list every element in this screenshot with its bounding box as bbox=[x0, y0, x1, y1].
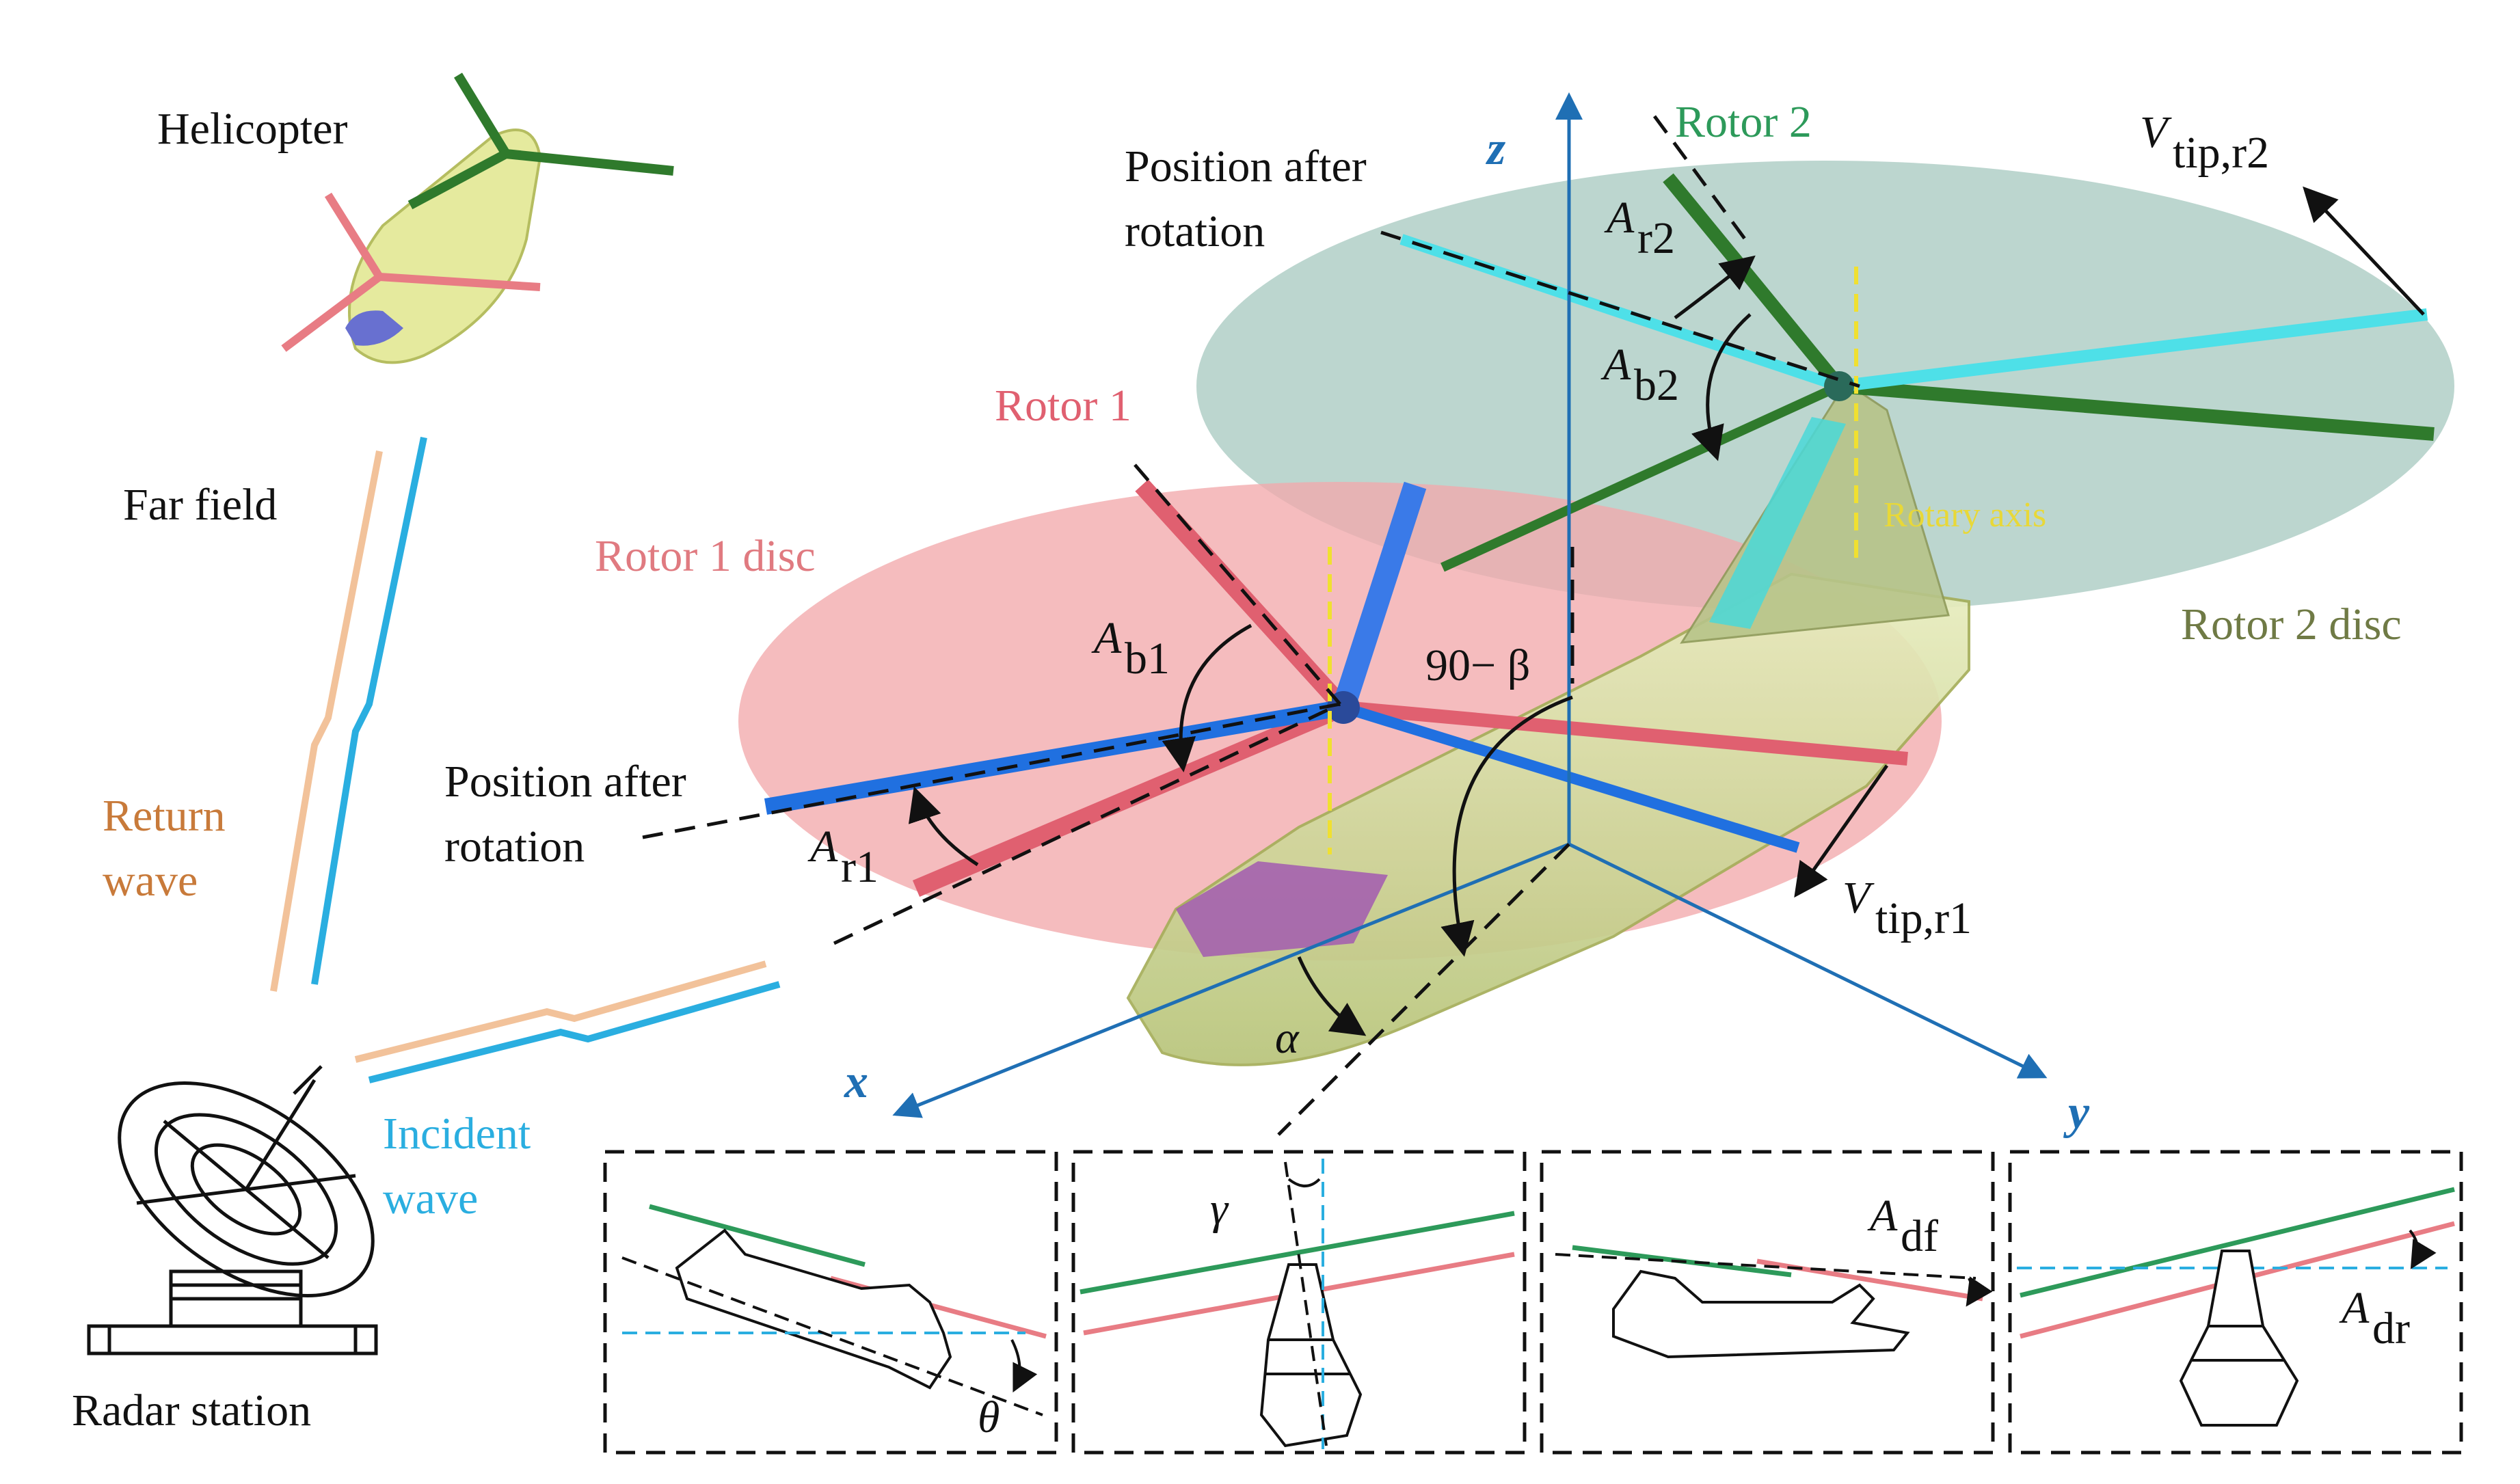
incident-wave-label-2: wave bbox=[383, 1174, 478, 1224]
return-wave-label-1: Return bbox=[103, 791, 226, 841]
theta-label: θ bbox=[978, 1392, 1000, 1442]
rotor1-disc-label: Rotor 1 disc bbox=[595, 531, 816, 581]
A-r1-main: A bbox=[807, 822, 838, 872]
inset-A-dr bbox=[2017, 1187, 2455, 1427]
position-after-rotation-top-1: Position after bbox=[1125, 141, 1367, 191]
V-tip-r1-sub: tip,r1 bbox=[1875, 893, 1972, 943]
incident-wave-label-1: Incident bbox=[383, 1109, 531, 1159]
A-b1-sub: b1 bbox=[1125, 634, 1170, 684]
angle-arcs bbox=[908, 255, 1756, 1036]
A-b2-main: A bbox=[1600, 340, 1631, 390]
radar-dish-icon bbox=[87, 1065, 378, 1355]
A-df-sub: df bbox=[1901, 1211, 1938, 1261]
rotor1-label: Rotor 1 bbox=[995, 381, 1131, 431]
A-r2-sub: r2 bbox=[1637, 213, 1675, 263]
v-tip-r1-arrow bbox=[1794, 764, 1889, 898]
return-wave-line bbox=[270, 450, 383, 992]
A-df-main: A bbox=[1867, 1191, 1898, 1241]
V-tip-r2-main: V bbox=[2140, 107, 2172, 157]
V-tip-r2-sub: tip,r2 bbox=[2173, 128, 2269, 178]
axis-y-label: y bbox=[2063, 1086, 2090, 1139]
A-r2-main: A bbox=[1604, 193, 1635, 243]
return-wave-line-horizontal bbox=[354, 960, 767, 1063]
radar-station-label: Radar station bbox=[72, 1386, 311, 1435]
position-after-rotation-left-1: Position after bbox=[444, 757, 686, 807]
rotor2-disc-label: Rotor 2 disc bbox=[2181, 599, 2402, 649]
inset-theta bbox=[621, 1204, 1047, 1416]
coordinate-axes bbox=[892, 92, 2048, 1118]
incident-wave-line bbox=[311, 436, 427, 985]
A-dr-sub: dr bbox=[2372, 1304, 2410, 1353]
A-b1-main: A bbox=[1091, 613, 1122, 663]
rotor2-label: Rotor 2 bbox=[1675, 97, 1812, 147]
rotor1-blades bbox=[764, 479, 1908, 897]
A-dr-main: A bbox=[2339, 1283, 2370, 1333]
incident-wave-line-horizontal bbox=[368, 981, 781, 1083]
small-helicopter-icon bbox=[281, 72, 674, 364]
position-after-rotation-top-2: rotation bbox=[1125, 206, 1265, 256]
inset-A-df bbox=[1555, 1245, 1993, 1359]
v-tip-r2-arrow bbox=[2303, 186, 2425, 316]
alpha-label: α bbox=[1275, 1013, 1300, 1063]
reference-dashed-lines bbox=[642, 115, 1860, 1136]
V-tip-r1-main: V bbox=[1842, 873, 1875, 923]
inset-panels bbox=[603, 1150, 2463, 1455]
angle-90-beta-label: 90− β bbox=[1425, 640, 1530, 690]
rotary-axis-label: Rotary axis bbox=[1884, 496, 2046, 535]
return-wave-label-2: wave bbox=[103, 856, 198, 906]
fuselage bbox=[1126, 381, 1970, 1066]
axis-z-label: z bbox=[1486, 122, 1505, 175]
A-r1-sub: r1 bbox=[841, 842, 879, 892]
inset-gamma bbox=[1080, 1159, 1515, 1449]
position-after-rotation-left-2: rotation bbox=[444, 822, 585, 872]
A-b2-sub: b2 bbox=[1634, 360, 1679, 410]
gamma-label: γ bbox=[1210, 1184, 1229, 1234]
far-field-label: Far field bbox=[123, 480, 277, 530]
axis-x-label: x bbox=[844, 1055, 868, 1108]
helicopter-label: Helicopter bbox=[157, 104, 348, 154]
